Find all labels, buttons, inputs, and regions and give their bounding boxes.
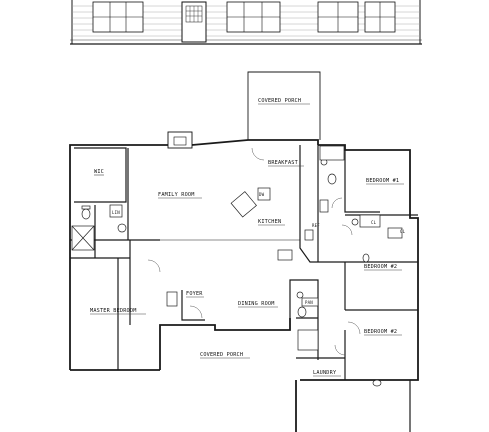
- fixture-label-pan: PAN: [305, 300, 313, 305]
- room-label-covered-porch-rear: COVERED PORCH: [258, 98, 301, 104]
- fixture-label-lin: LIN: [112, 210, 120, 215]
- room-label-wic: WIC: [94, 169, 104, 175]
- rear-porch: [247, 71, 321, 140]
- room-label-breakfast: BREAKFAST: [268, 160, 298, 166]
- room-label-bedroom-2: BEDROOM #2: [364, 264, 397, 270]
- room-label-bedroom-3: BEDROOM #2: [364, 329, 397, 335]
- room-label-laundry: LAUNDRY: [313, 370, 337, 376]
- fixture-label-cl-1: CL: [371, 220, 377, 225]
- fixture-labels: DW REF LIN CL CL PAN: [112, 192, 406, 305]
- room-label-bedroom-1: BEDROOM #1: [366, 178, 399, 184]
- interior-walls: [70, 145, 418, 380]
- outer-walls: [69, 139, 419, 432]
- fixtures: [71, 145, 403, 387]
- front-elevation: [70, 0, 422, 45]
- room-label-kitchen: KITCHEN: [258, 219, 281, 225]
- room-label-dining-room: DINING ROOM: [238, 301, 275, 307]
- door-swings: [147, 147, 361, 356]
- room-label-family-room: FAMILY ROOM: [158, 192, 195, 198]
- fixture-label-cl-2: CL: [400, 229, 406, 234]
- fixture-label-dw: DW: [259, 192, 265, 197]
- room-label-covered-porch-front: COVERED PORCH: [200, 352, 243, 358]
- fireplace: [167, 131, 193, 149]
- room-labels: COVERED PORCH BREAKFAST WIC FAMILY ROOM …: [90, 98, 404, 377]
- room-label-foyer: FOYER: [186, 291, 203, 297]
- room-label-master-bedroom: MASTER BEDROOM: [90, 308, 137, 314]
- fixture-label-ref: REF: [312, 223, 320, 228]
